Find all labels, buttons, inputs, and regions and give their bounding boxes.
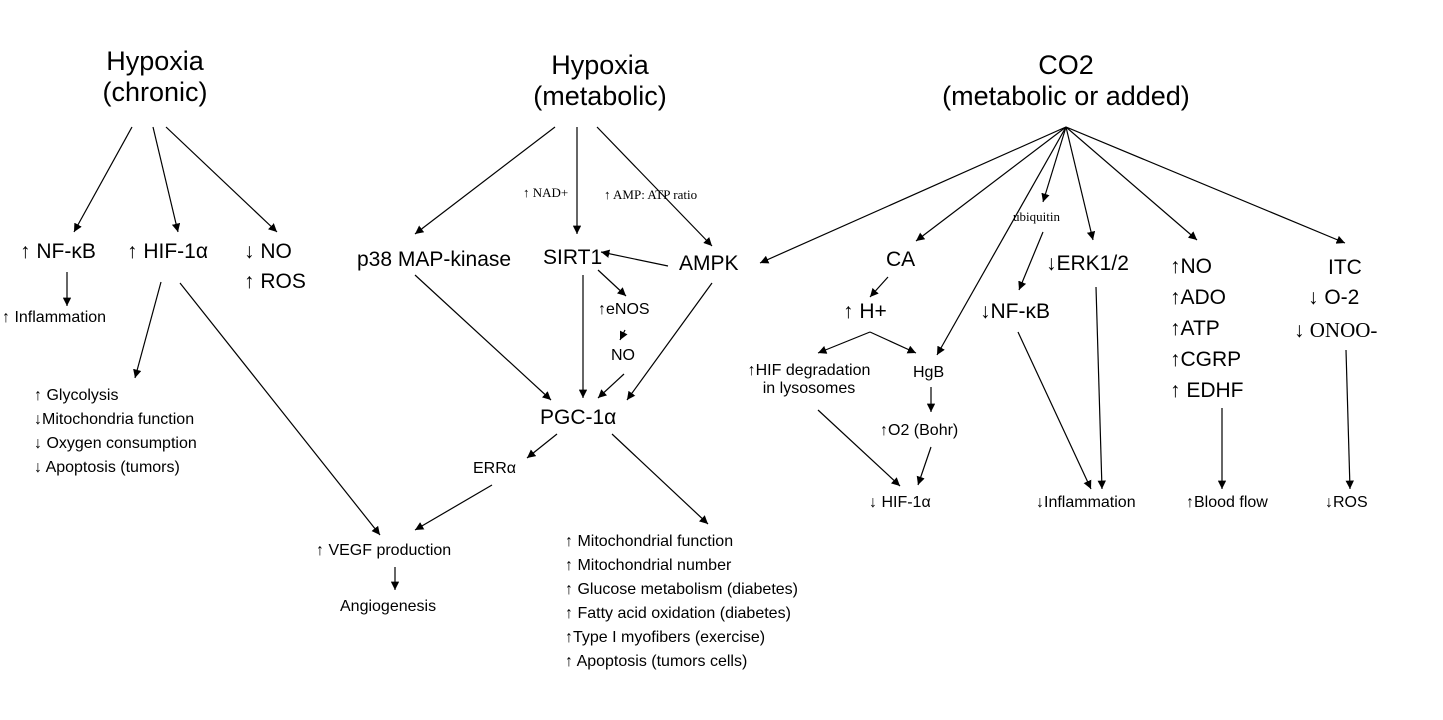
arrow-ampk-to-sirt1 bbox=[600, 249, 669, 267]
metabolic-effect-item: ↑Type I myofibers (exercise) bbox=[565, 629, 766, 646]
arrow-chronic-to-nfkb bbox=[73, 126, 133, 233]
header-hypoxia-metabolic-line1: Hypoxia bbox=[551, 50, 649, 80]
node-chronic-inflammation: ↑ Inflammation bbox=[2, 309, 107, 326]
chronic-effect-item: ↓Mitochondria function bbox=[34, 411, 195, 428]
arrow-hplus-to-hif-degradation bbox=[817, 331, 871, 354]
arrow-ca-to-hplus bbox=[869, 276, 889, 298]
node-erra: ERRα bbox=[473, 460, 517, 477]
node-angiogenesis: Angiogenesis bbox=[340, 598, 437, 615]
vasodilator-item: ↑NO bbox=[1170, 255, 1212, 278]
node-ca: CA bbox=[886, 248, 916, 271]
node-hif-degradation-line1: ↑HIF degradation bbox=[747, 362, 871, 379]
node-hgb: HgB bbox=[913, 364, 945, 381]
header-hypoxia-chronic-line2: (chronic) bbox=[102, 77, 208, 108]
label-nad: ↑ NAD+ bbox=[523, 185, 569, 200]
node-co2-ros: ↓ROS bbox=[1325, 494, 1368, 511]
node-erk: ↓ERK1/2 bbox=[1046, 252, 1129, 275]
node-co2-inflammation: ↓Inflammation bbox=[1036, 494, 1136, 511]
node-hif-degradation: ↑HIF degradation in lysosomes bbox=[744, 362, 874, 399]
arrow-pgc-to-effects bbox=[611, 433, 709, 525]
node-blood-flow: ↑Blood flow bbox=[1186, 494, 1268, 511]
node-sirt1: SIRT1 bbox=[543, 246, 603, 269]
arrow-erra-to-vegf bbox=[414, 484, 493, 531]
arrow-no-to-pgc bbox=[597, 373, 625, 399]
node-o2-bohr: ↑O2 (Bohr) bbox=[880, 422, 959, 439]
header-hypoxia-chronic-line1: Hypoxia bbox=[106, 46, 204, 76]
vasodilator-item: ↑ EDHF bbox=[1170, 379, 1244, 402]
node-chronic-ros: ↑ ROS bbox=[244, 270, 306, 293]
header-hypoxia-metabolic: Hypoxia (metabolic) bbox=[505, 50, 695, 112]
arrow-co2-to-vaso bbox=[1065, 126, 1198, 241]
node-co2-nfkb: ↓NF-κB bbox=[980, 300, 1050, 323]
arrow-nfkb-to-inflammation-down bbox=[1017, 331, 1092, 490]
arrow-metabolic-to-ampk bbox=[596, 126, 713, 247]
chronic-effect-item: ↓ Oxygen consumption bbox=[34, 435, 197, 452]
arrow-co2-to-ca bbox=[915, 126, 1067, 242]
node-chronic-no: ↓ NO bbox=[244, 240, 292, 263]
header-hypoxia-metabolic-line2: (metabolic) bbox=[533, 81, 667, 112]
label-amp-atp: ↑ AMP: ATP ratio bbox=[604, 187, 698, 202]
arrow-hif-to-glycolysis bbox=[133, 281, 162, 379]
arrow-pgc-to-erra bbox=[526, 433, 558, 459]
node-itc: ITC bbox=[1328, 256, 1362, 279]
chronic-effects-list: ↑ Glycolysis ↓Mitochondria function ↓ Ox… bbox=[34, 384, 197, 480]
node-ampk: AMPK bbox=[679, 252, 739, 275]
arrow-o2-to-hif bbox=[916, 446, 932, 486]
label-ubiquitin: ubiquitin bbox=[1013, 209, 1060, 224]
arrow-co2-to-itc bbox=[1065, 126, 1346, 244]
arrow-co2-to-ampk bbox=[759, 126, 1067, 264]
arrow-enos-to-no bbox=[619, 329, 628, 341]
metabolic-effect-item: ↑ Fatty acid oxidation (diabetes) bbox=[565, 605, 791, 622]
metabolic-effect-item: ↑ Mitochondrial number bbox=[565, 557, 732, 574]
metabolic-effect-item: ↑ Mitochondrial function bbox=[565, 533, 734, 550]
node-metabolic-no: NO bbox=[611, 347, 635, 364]
arrow-hif-degradation-to-hif bbox=[817, 409, 901, 487]
node-chronic-nfkb: ↑ NF-κB bbox=[20, 240, 96, 263]
header-co2-line2: (metabolic or added) bbox=[942, 81, 1190, 112]
node-vegf: ↑ VEGF production bbox=[316, 542, 452, 559]
chronic-effect-item: ↑ Glycolysis bbox=[34, 387, 119, 404]
node-onoo: ↓ ONOO- bbox=[1294, 318, 1378, 342]
header-co2: CO2 (metabolic or added) bbox=[916, 50, 1216, 112]
arrow-hif-to-vegf bbox=[179, 282, 381, 536]
vasodilator-list: ↑NO ↑ADO ↑ATP ↑CGRP ↑ EDHF bbox=[1170, 251, 1244, 406]
arrow-co2-to-ubiquitin bbox=[1041, 126, 1067, 203]
arrow-chronic-to-hif bbox=[152, 126, 181, 233]
arrow-hplus-to-hgb bbox=[869, 331, 917, 354]
arrow-metabolic-to-p38 bbox=[414, 126, 556, 235]
node-chronic-hif: ↑ HIF-1α bbox=[127, 240, 208, 263]
metabolic-effects-list: ↑ Mitochondrial function ↑ Mitochondrial… bbox=[565, 530, 798, 674]
arrow-ampk-to-pgc bbox=[626, 282, 713, 401]
arrow-ubiquitin-to-nfkb bbox=[1018, 231, 1044, 291]
vasodilator-item: ↑ADO bbox=[1170, 286, 1227, 309]
arrow-p38-to-pgc bbox=[414, 274, 552, 401]
arrow-itc-to-ros bbox=[1345, 349, 1354, 490]
node-hif-degradation-line2: in lysosomes bbox=[762, 380, 856, 398]
arrow-sirt1-to-enos bbox=[597, 269, 627, 297]
node-o2-superoxide: ↓ O-2 bbox=[1308, 286, 1360, 309]
metabolic-effect-item: ↑ Apoptosis (tumors cells) bbox=[565, 653, 748, 670]
arrow-co2-to-hgb bbox=[936, 126, 1067, 356]
arrow-chronic-to-no bbox=[165, 126, 278, 233]
arrow-erk-to-inflammation bbox=[1095, 286, 1106, 490]
vasodilator-item: ↑ATP bbox=[1170, 317, 1220, 340]
metabolic-effect-item: ↑ Glucose metabolism (diabetes) bbox=[565, 581, 798, 598]
vasodilator-item: ↑CGRP bbox=[1170, 348, 1242, 371]
header-co2-line1: CO2 bbox=[1038, 50, 1094, 80]
node-pgc: PGC-1α bbox=[540, 406, 617, 429]
header-hypoxia-chronic: Hypoxia (chronic) bbox=[70, 46, 240, 108]
arrow-co2-to-erk bbox=[1065, 126, 1096, 241]
node-p38: p38 MAP-kinase bbox=[357, 248, 512, 271]
chronic-effect-item: ↓ Apoptosis (tumors) bbox=[34, 459, 180, 476]
node-enos: ↑eNOS bbox=[598, 301, 650, 318]
node-hif-down: ↓ HIF-1α bbox=[869, 494, 931, 511]
node-hplus: ↑ H+ bbox=[843, 300, 887, 323]
